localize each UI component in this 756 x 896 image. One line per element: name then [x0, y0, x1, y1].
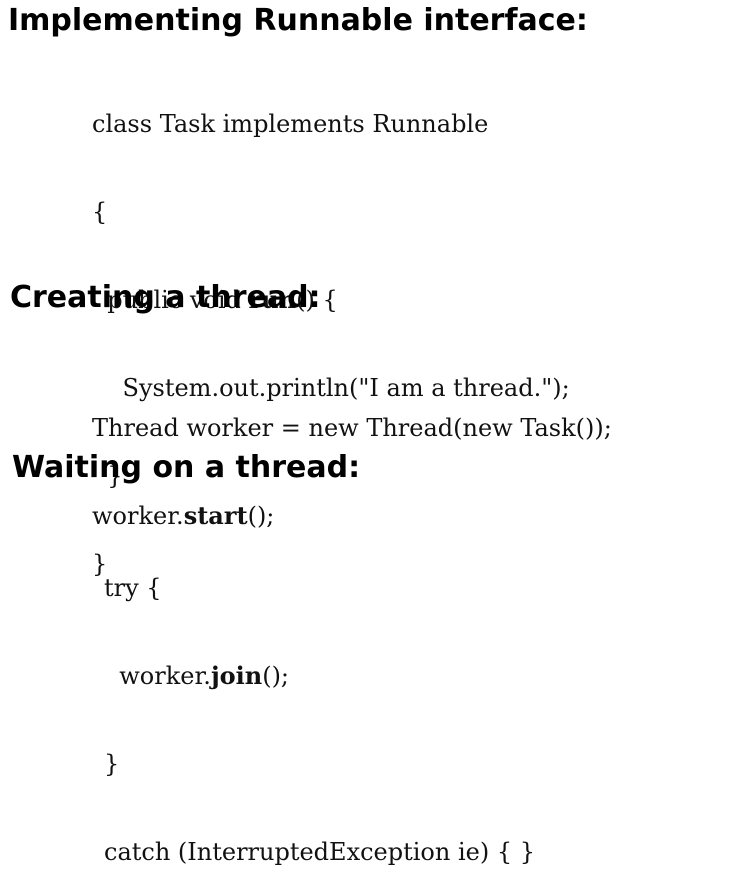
code-line: {	[92, 198, 108, 226]
code-line: try {	[104, 574, 162, 602]
code-line: worker.join();	[104, 661, 290, 690]
code-line: catch (InterruptedException ie) { }	[104, 838, 536, 866]
code-block-task-class: class Task implements Runnable { public …	[92, 52, 570, 608]
code-line: worker.start();	[92, 501, 275, 530]
code-line: public void run() {	[92, 285, 338, 314]
code-block-join-thread: try { worker.join(); } catch (Interrupte…	[104, 516, 535, 896]
section-heading-waiting-thread: Waiting on a thread:	[12, 450, 361, 485]
code-line: Thread worker = new Thread(new Task());	[92, 414, 612, 442]
method-name-run: run	[248, 285, 297, 314]
code-line: }	[104, 750, 120, 778]
code-line: System.out.println("I am a thread.");	[92, 374, 570, 402]
section-heading-implementing-runnable: Implementing Runnable interface:	[8, 3, 588, 38]
code-block-create-thread: Thread worker = new Thread(new Task()); …	[92, 356, 612, 560]
method-name-start: start	[183, 501, 248, 530]
section-heading-creating-thread: Creating a thread:	[10, 280, 321, 315]
code-line: }	[92, 462, 123, 490]
code-line: }	[92, 550, 108, 578]
code-line: class Task implements Runnable	[92, 110, 489, 138]
method-name-join: join	[210, 661, 263, 690]
